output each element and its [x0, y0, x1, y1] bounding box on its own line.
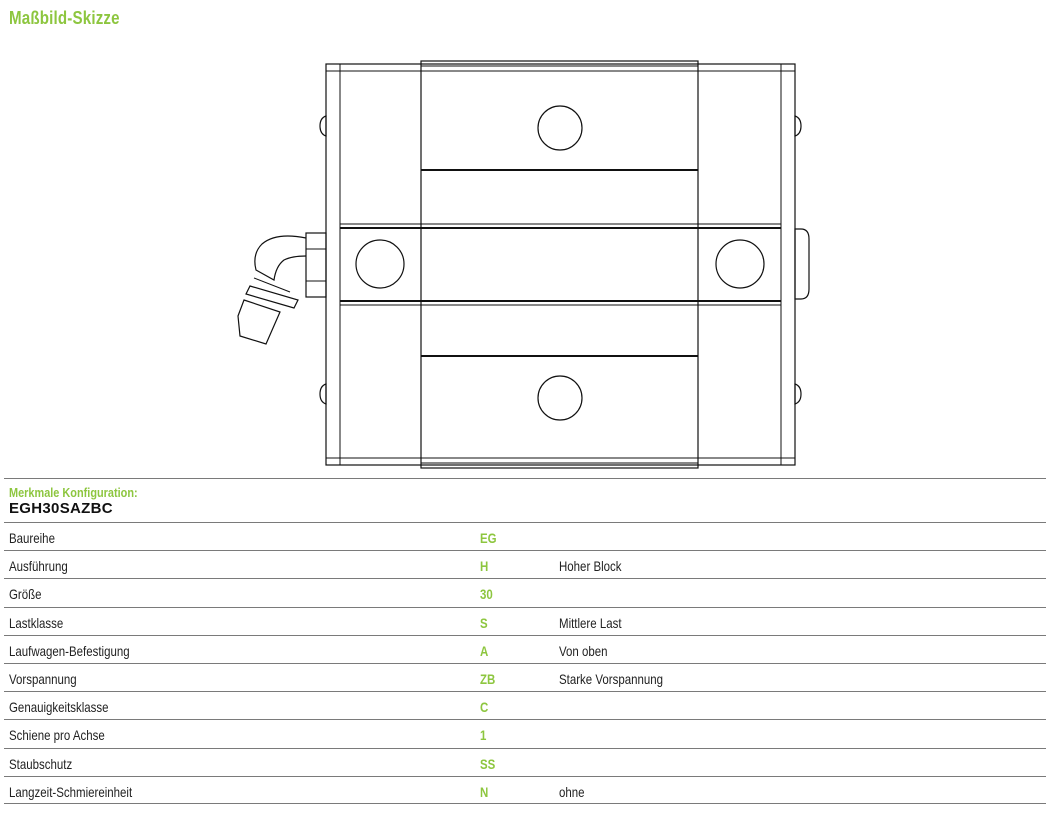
- feature-code: H: [480, 558, 489, 575]
- feature-description: Hoher Block: [559, 558, 622, 575]
- mounting-hole-left: [355, 239, 405, 289]
- feature-code: S: [480, 614, 488, 631]
- feature-name: Lastklasse: [9, 614, 64, 631]
- feature-description: Starke Vorspannung: [559, 670, 664, 687]
- grease-nipple-tip: [237, 299, 281, 345]
- grease-nipple-hex: [305, 232, 327, 298]
- mounting-hole-right: [715, 239, 765, 289]
- table-row: Schiene pro Achse 1: [4, 719, 1046, 747]
- feature-name: Vorspannung: [9, 670, 77, 687]
- feature-code: ZB: [480, 670, 496, 687]
- table-row: Staubschutz SS: [4, 747, 1046, 776]
- page-title: Maßbild-Skizze: [9, 8, 120, 28]
- feature-code: EG: [480, 530, 497, 546]
- feature-code: N: [480, 783, 489, 800]
- configuration-code: EGH30SAZBC: [9, 500, 113, 517]
- feature-code: C: [480, 699, 489, 716]
- screw-left-bottom: [319, 383, 327, 405]
- feature-code: 30: [480, 586, 493, 603]
- feature-code: A: [480, 642, 489, 659]
- end-cap-right: [794, 228, 810, 300]
- configuration-label: Merkmale Konfiguration:: [9, 485, 138, 500]
- feature-name: Größe: [9, 586, 42, 603]
- grease-nipple-elbow: [254, 235, 307, 281]
- feature-name: Ausführung: [9, 558, 68, 575]
- table-row: Baureihe EG: [4, 522, 1046, 550]
- carriage-center: [420, 60, 699, 469]
- dimension-drawing: [237, 60, 810, 469]
- feature-description: Von oben: [559, 642, 608, 659]
- feature-code: SS: [480, 755, 496, 772]
- screw-left-top: [319, 115, 327, 137]
- screw-right-top: [794, 115, 802, 137]
- feature-name: Genauigkeitsklasse: [9, 699, 109, 716]
- feature-code: 1: [480, 727, 487, 744]
- feature-name: Langzeit-Schmiereinheit: [9, 783, 133, 800]
- mounting-hole-bottom: [537, 375, 583, 421]
- table-row: Größe 30: [4, 578, 1046, 606]
- block-outline: [325, 63, 796, 466]
- feature-name: Baureihe: [9, 530, 55, 546]
- feature-description: Mittlere Last: [559, 614, 622, 631]
- table-row: Lastklasse S Mittlere Last: [4, 606, 1046, 635]
- feature-name: Schiene pro Achse: [9, 727, 105, 744]
- table-row: Genauigkeitsklasse C: [4, 691, 1046, 719]
- configuration-table: Merkmale Konfiguration: EGH30SAZBC Baure…: [4, 478, 1046, 804]
- feature-name: Staubschutz: [9, 755, 73, 772]
- configuration-header: Merkmale Konfiguration: EGH30SAZBC: [4, 478, 1046, 522]
- screw-right-bottom: [794, 383, 802, 405]
- table-row: Vorspannung ZB Starke Vorspannung: [4, 662, 1046, 691]
- feature-name: Laufwagen-Befestigung: [9, 642, 130, 659]
- table-row: Ausführung H Hoher Block: [4, 550, 1046, 578]
- table-row: Laufwagen-Befestigung A Von oben: [4, 634, 1046, 663]
- feature-description: ohne: [559, 783, 585, 800]
- mounting-hole-top: [537, 105, 583, 151]
